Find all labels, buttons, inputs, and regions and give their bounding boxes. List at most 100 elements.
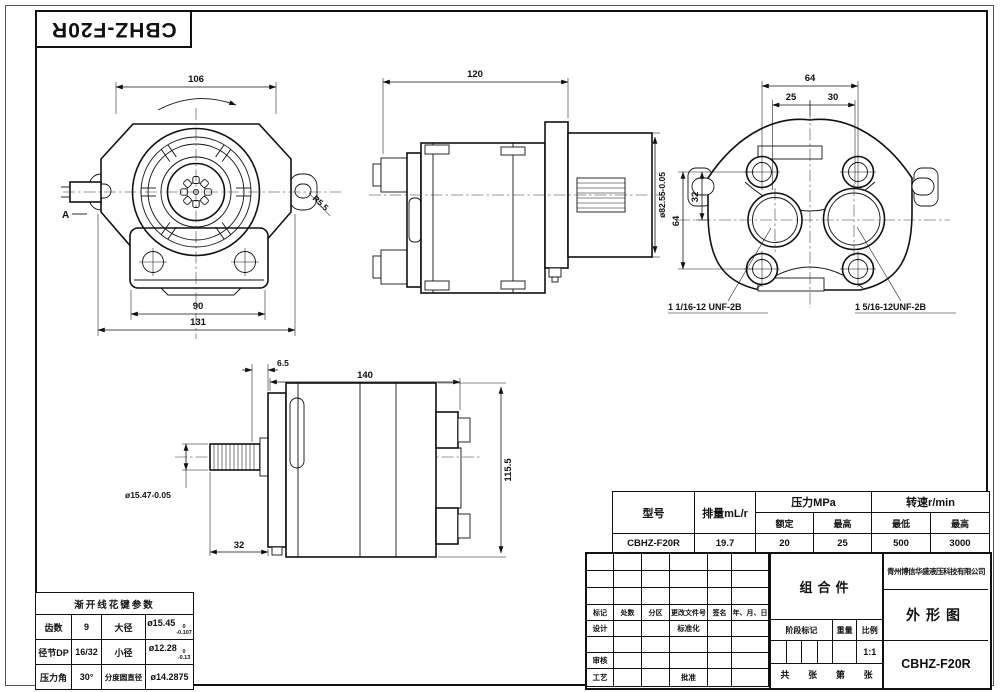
param-value: 16/32	[71, 639, 102, 665]
rotation-arrow	[157, 98, 237, 111]
front-dimensions: 106 90 131 R5.5 A	[62, 74, 331, 336]
drawing-model: CBHZ-F20R	[901, 656, 971, 671]
corner-model-box: CBHZ-F20R	[35, 10, 192, 48]
front-body	[61, 123, 318, 296]
col-pressure: 压力MPa	[755, 491, 872, 513]
rev-sign: 签名	[707, 604, 732, 621]
dim-pilot-dia: ø82.55-0.05	[657, 172, 667, 218]
rated-pressure-value: 20	[755, 533, 814, 553]
displacement-value: 19.7	[694, 533, 756, 553]
dim-25: 25	[786, 92, 797, 103]
mount-bolt-holes	[139, 248, 259, 276]
param-name: 齿数	[35, 614, 72, 640]
revision-table: 标记 处数 分区 更改文件号 签名 年、月、日 设计 标准化 审核 工艺 批准	[586, 553, 769, 687]
bottom-body	[209, 382, 471, 558]
param-name: 分度圆直径	[101, 664, 146, 690]
front-spoke-slots	[141, 144, 251, 240]
param-value: 9	[71, 614, 102, 640]
rev-zone: 分区	[641, 604, 670, 621]
dim-115-5: 115.5	[503, 458, 514, 482]
front-view-drawing: 106 90 131 R5.5 A	[61, 74, 341, 339]
dim-106: 106	[188, 74, 204, 85]
corner-model-label: CBHZ-F20R	[50, 18, 177, 41]
process-row: 工艺 批准	[586, 668, 769, 687]
col-model: 型号	[612, 491, 695, 534]
title-block-middle: 组合件 阶段标记 重量 比例 1:1 共 张 第 张	[769, 554, 882, 688]
pump-housing	[285, 382, 437, 558]
stage-label: 阶段标记	[771, 620, 833, 640]
param-name: 大径	[101, 614, 146, 640]
title-block-right: 青州博信华盛液压科技有限公司 外形图 CBHZ-F20R	[882, 554, 988, 688]
weight-value	[833, 641, 858, 663]
spec-table: 型号 排量mL/r 压力MPa 转速r/min 额定 最高 最低 最高 CBHZ…	[612, 491, 990, 553]
param-value: ø14.2875	[144, 664, 195, 690]
drain-nub	[548, 267, 562, 278]
dim-64-v: 64	[671, 215, 682, 226]
spline-shaft	[209, 437, 269, 477]
port-boss-top	[435, 411, 459, 449]
design-row: 设计 标准化	[586, 620, 769, 637]
sheet-count-row: 共 张 第 张	[780, 670, 873, 680]
port-thread-left: 1 1/16-12 UNF-2B	[668, 302, 742, 312]
col-min-speed: 最低	[871, 512, 931, 534]
dim-131: 131	[190, 317, 207, 328]
check-label: 审核	[586, 652, 614, 669]
rear-view-drawing: 64 25 30 32 64 1 1/16-12 UNF-2B 1 5/16-1…	[668, 73, 956, 314]
dim-shaft-dia: ø15.47-0.05	[125, 490, 171, 500]
max-speed-value: 3000	[930, 533, 990, 553]
rev-docno: 更改文件号	[669, 604, 708, 621]
sheet-main-frame	[35, 10, 988, 686]
spec-header-row: 型号 排量mL/r 压力MPa 转速r/min	[612, 491, 990, 534]
side-dimensions: 120 ø82.55-0.05	[382, 69, 667, 258]
spline-table-title: 渐开线花键参数	[34, 592, 195, 615]
col-speed: 转速r/min	[871, 491, 990, 513]
dim-32: 32	[234, 540, 245, 551]
revision-header-row: 标记 处数 分区 更改文件号 签名 年、月、日	[586, 604, 769, 621]
pump-housing	[420, 142, 546, 294]
rear-dimensions: 64 25 30 32 64 1 1/16-12 UNF-2B 1 5/16-1…	[668, 73, 956, 314]
port-thread-right: 1 5/16-12UNF-2B	[855, 302, 927, 312]
title-block: 标记 处数 分区 更改文件号 签名 年、月、日 设计 标准化 审核 工艺 批准 …	[585, 552, 992, 690]
standard-label: 标准化	[669, 620, 708, 637]
col-displacement: 排量mL/r	[694, 491, 756, 534]
col-max-pressure: 最高	[813, 512, 872, 534]
scale-value: 1:1	[863, 647, 877, 657]
min-speed-value: 500	[871, 533, 931, 553]
col-max-speed: 最高	[930, 512, 990, 534]
param-name: 压力角	[35, 664, 72, 690]
fillet-label: R5.5	[311, 193, 331, 213]
weight-label: 重量	[833, 620, 858, 640]
design-label: 设计	[586, 620, 614, 637]
rear-body	[687, 118, 939, 292]
model-value: CBHZ-F20R	[612, 533, 695, 553]
company-name: 青州博信华盛液压科技有限公司	[884, 554, 988, 590]
param-name: 小径	[101, 639, 146, 665]
stage-header-row: 阶段标记 重量 比例	[771, 620, 882, 641]
dim-32-v: 32	[690, 192, 701, 203]
table-row: 压力角 30° 分度圆直径 ø14.2875	[35, 664, 195, 690]
assembly-label: 组合件	[771, 554, 882, 620]
stage-value-row: 1:1	[771, 641, 882, 664]
approve-label: 批准	[669, 668, 708, 687]
rev-mark: 标记	[586, 604, 614, 621]
rev-count: 处数	[613, 604, 642, 621]
bottom-view-drawing: 6.5 140 115.5 32 ø15.47-0.05	[125, 358, 514, 558]
section-label: A	[62, 210, 69, 221]
dim-30: 30	[828, 92, 839, 103]
dim-6-5: 6.5	[277, 358, 289, 368]
right-ear-slot	[911, 177, 935, 196]
front-flange	[267, 392, 287, 548]
col-rated: 额定	[755, 512, 814, 534]
param-value: 30°	[71, 664, 102, 690]
rev-date: 年、月、日	[731, 604, 769, 621]
process-label: 工艺	[586, 668, 614, 687]
right-slot	[294, 183, 312, 199]
dim-64-h: 64	[805, 73, 816, 84]
max-pressure-value: 25	[813, 533, 872, 553]
